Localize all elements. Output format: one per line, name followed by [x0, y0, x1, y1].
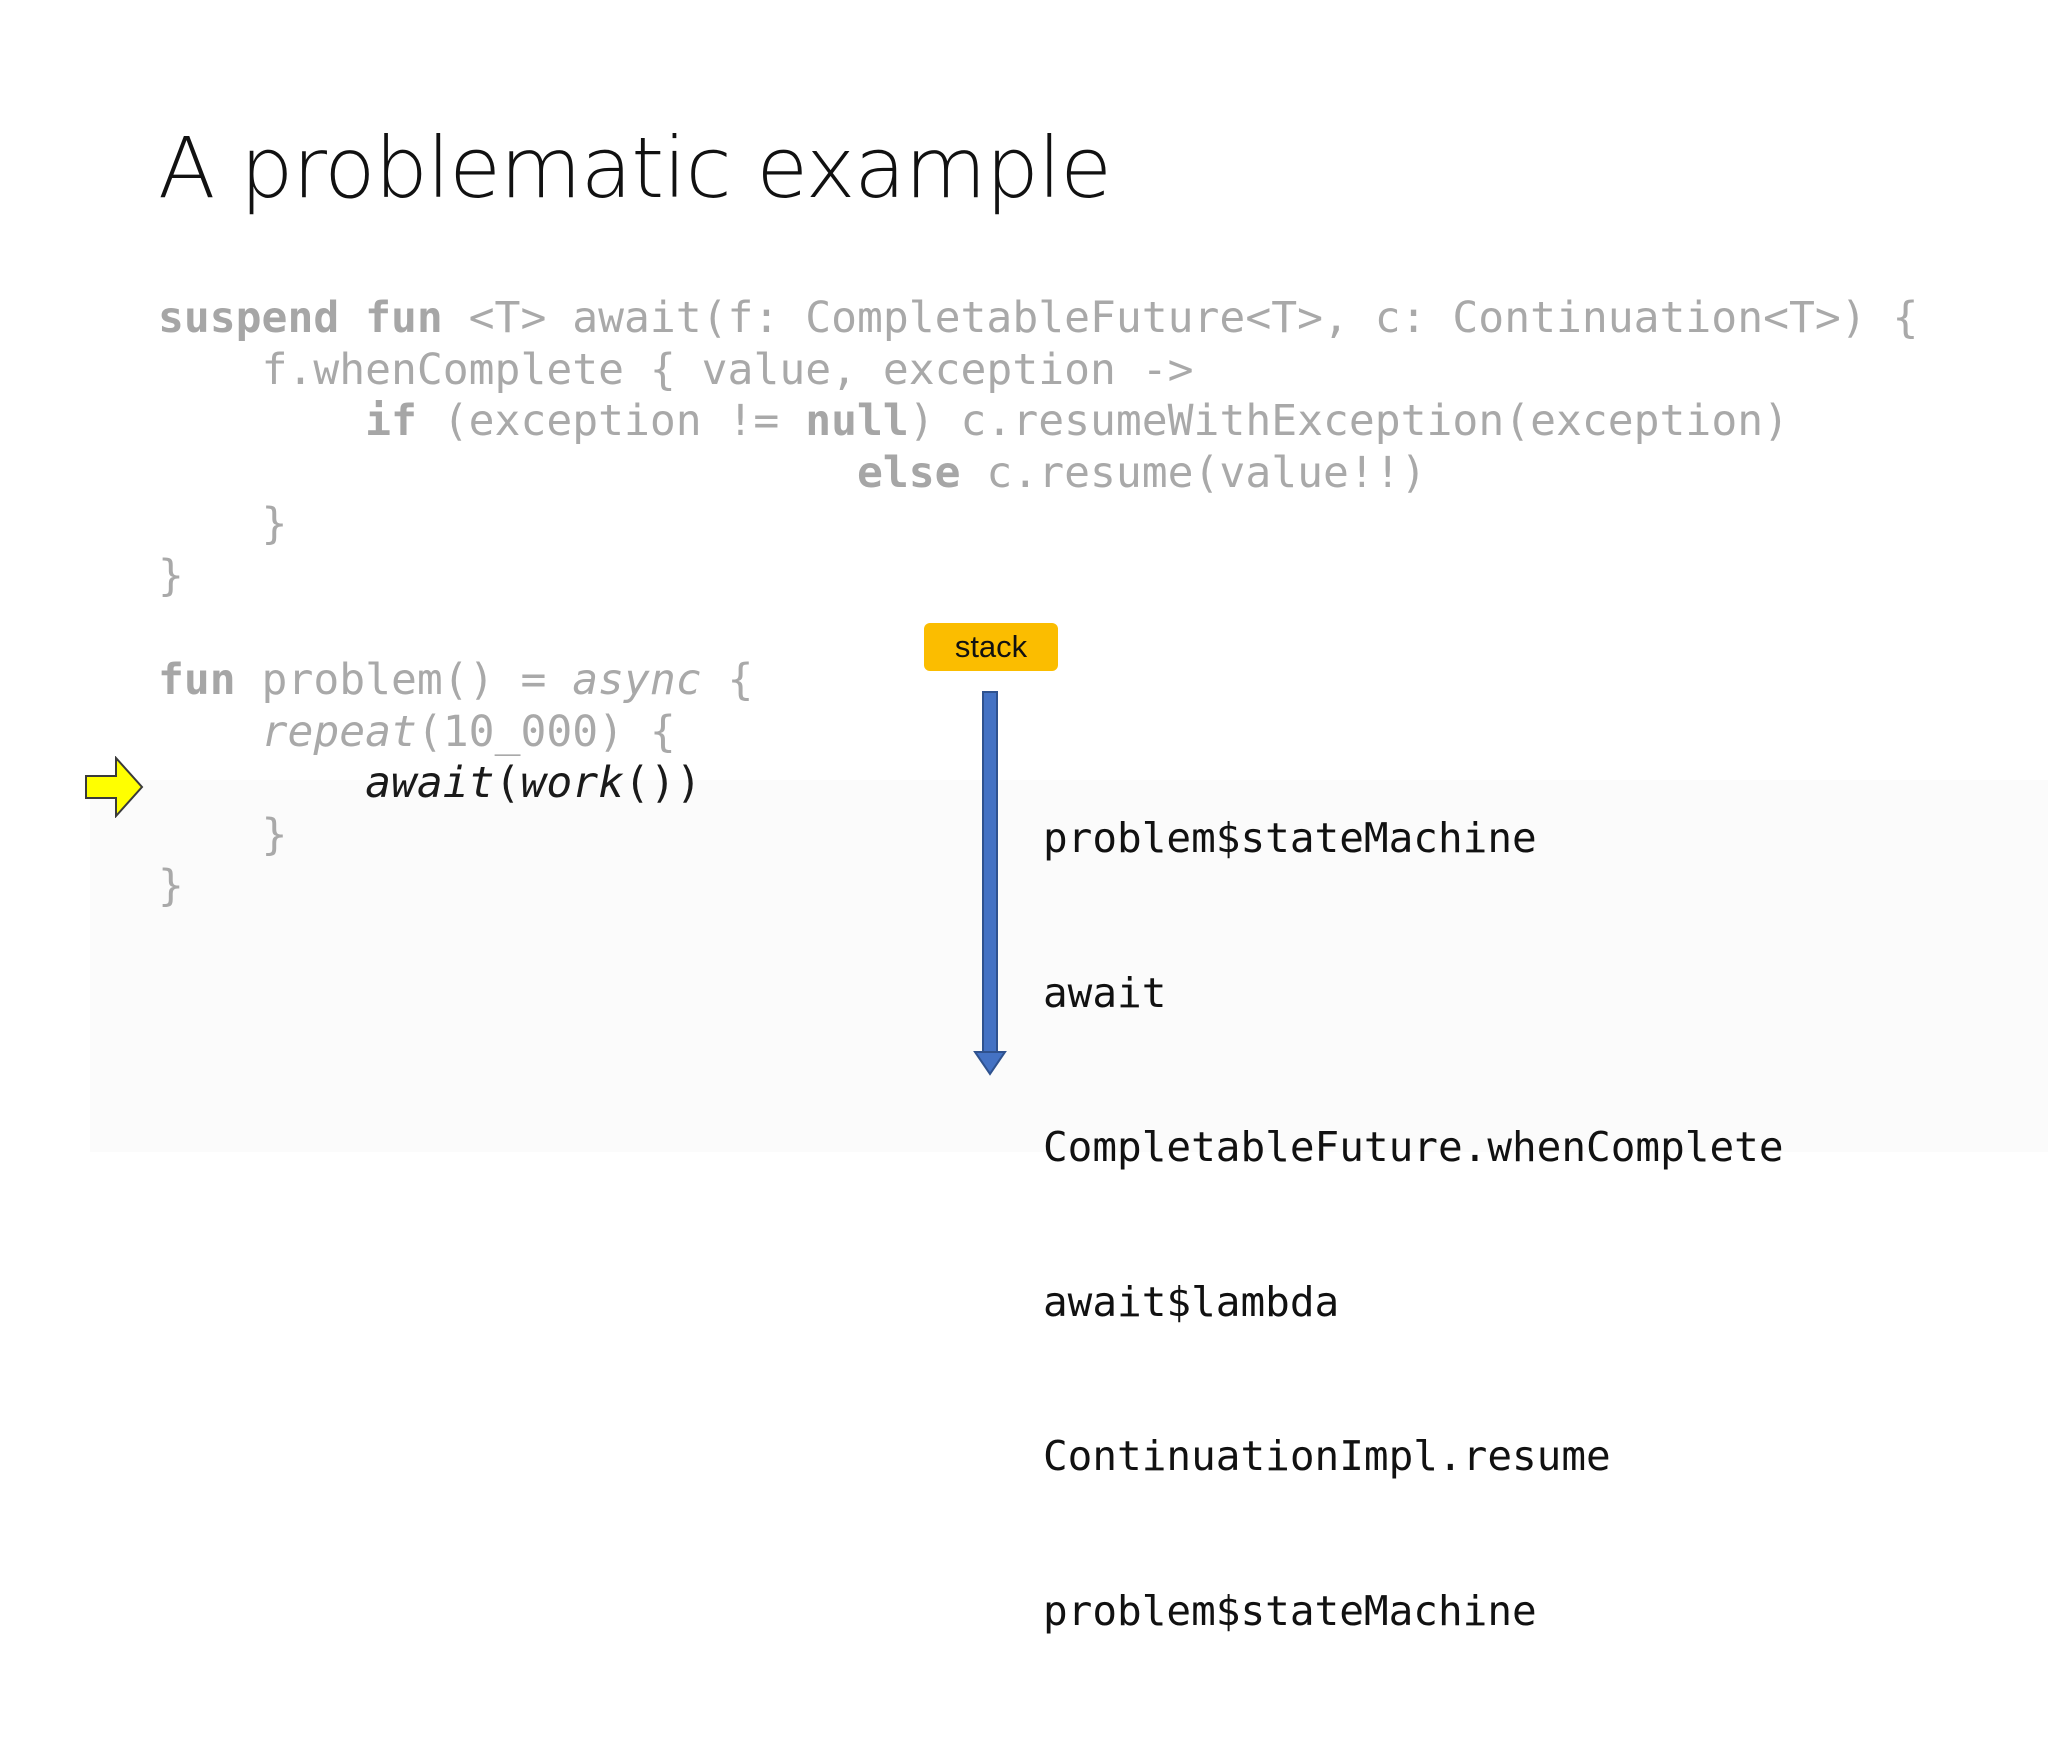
code-text: } [158, 550, 184, 601]
code-text: (exception != [416, 396, 806, 446]
slide: A problematic example suspend fun <T> aw… [85, 119, 2048, 1635]
indent [158, 707, 262, 757]
code-text: f.whenComplete { value, exception -> [261, 344, 1194, 395]
await-function-code: suspend fun <T> await(f: CompletableFutu… [158, 293, 1918, 602]
current-line-pointer-icon [85, 756, 144, 818]
code-text: (10_000) { [416, 706, 676, 757]
stack-frame: problem$stateMachine [1043, 814, 1537, 862]
indent [158, 345, 262, 395]
code-line: fun problem() = async { [158, 655, 753, 707]
indent [158, 396, 365, 446]
keyword: null [805, 396, 909, 446]
indent [158, 758, 365, 808]
code-text: ()) [624, 758, 702, 808]
slide-title: A problematic example [158, 119, 1112, 217]
code-line: } [158, 861, 753, 913]
code-text: ) c.resumeWithException(exception) [908, 396, 1789, 446]
code-text: <T> await(f: CompletableFuture<T>, c: Co… [442, 293, 1919, 343]
code-line: f.whenComplete { value, exception -> [158, 345, 1918, 397]
stack-frame: ContinuationImpl.resume [1043, 1432, 1611, 1480]
repeat-call: repeat [261, 706, 417, 757]
code-line: repeat(10_000) { [158, 707, 753, 759]
stack-frame: problem$stateMachine [1043, 1586, 1537, 1635]
code-text: } [158, 809, 288, 860]
work-call: work [520, 758, 625, 808]
code-line: if (exception != null) c.resumeWithExcep… [158, 396, 1918, 448]
problem-function-code: fun problem() = async { repeat(10_000) {… [158, 655, 753, 913]
code-text: c.resume(value!!) [960, 447, 1427, 498]
indent [158, 448, 857, 498]
code-line: } [158, 810, 753, 862]
keyword: else [856, 447, 961, 498]
async-call: async [572, 655, 702, 705]
await-call: await [365, 758, 495, 808]
code-text: problem() = [235, 655, 573, 705]
code-line: else c.resume(value!!) [158, 448, 1918, 500]
code-text: } [158, 499, 288, 549]
code-line: suspend fun <T> await(f: CompletableFutu… [158, 293, 1918, 345]
stack-direction-arrow-icon [973, 691, 1007, 1076]
highlighted-code-line: await(work()) [158, 758, 753, 810]
background-band [90, 780, 2048, 1152]
stack-frame: await [1043, 968, 1167, 1017]
keyword: fun [158, 655, 236, 705]
keyword: suspend [158, 293, 340, 343]
code-text: { [701, 655, 754, 705]
code-text: ( [494, 758, 521, 808]
stack-frame: await$lambda [1043, 1277, 1340, 1326]
stack-frame: CompletableFuture.whenComplete [1043, 1123, 1784, 1171]
keyword: if [365, 396, 417, 446]
stack-frame-list: problem$stateMachine await CompletableFu… [1043, 710, 1784, 1740]
stack-badge: stack [924, 623, 1058, 671]
code-line: } [158, 551, 1918, 603]
keyword: fun [365, 293, 443, 343]
code-line: } [158, 499, 1918, 551]
code-text: } [158, 861, 184, 911]
